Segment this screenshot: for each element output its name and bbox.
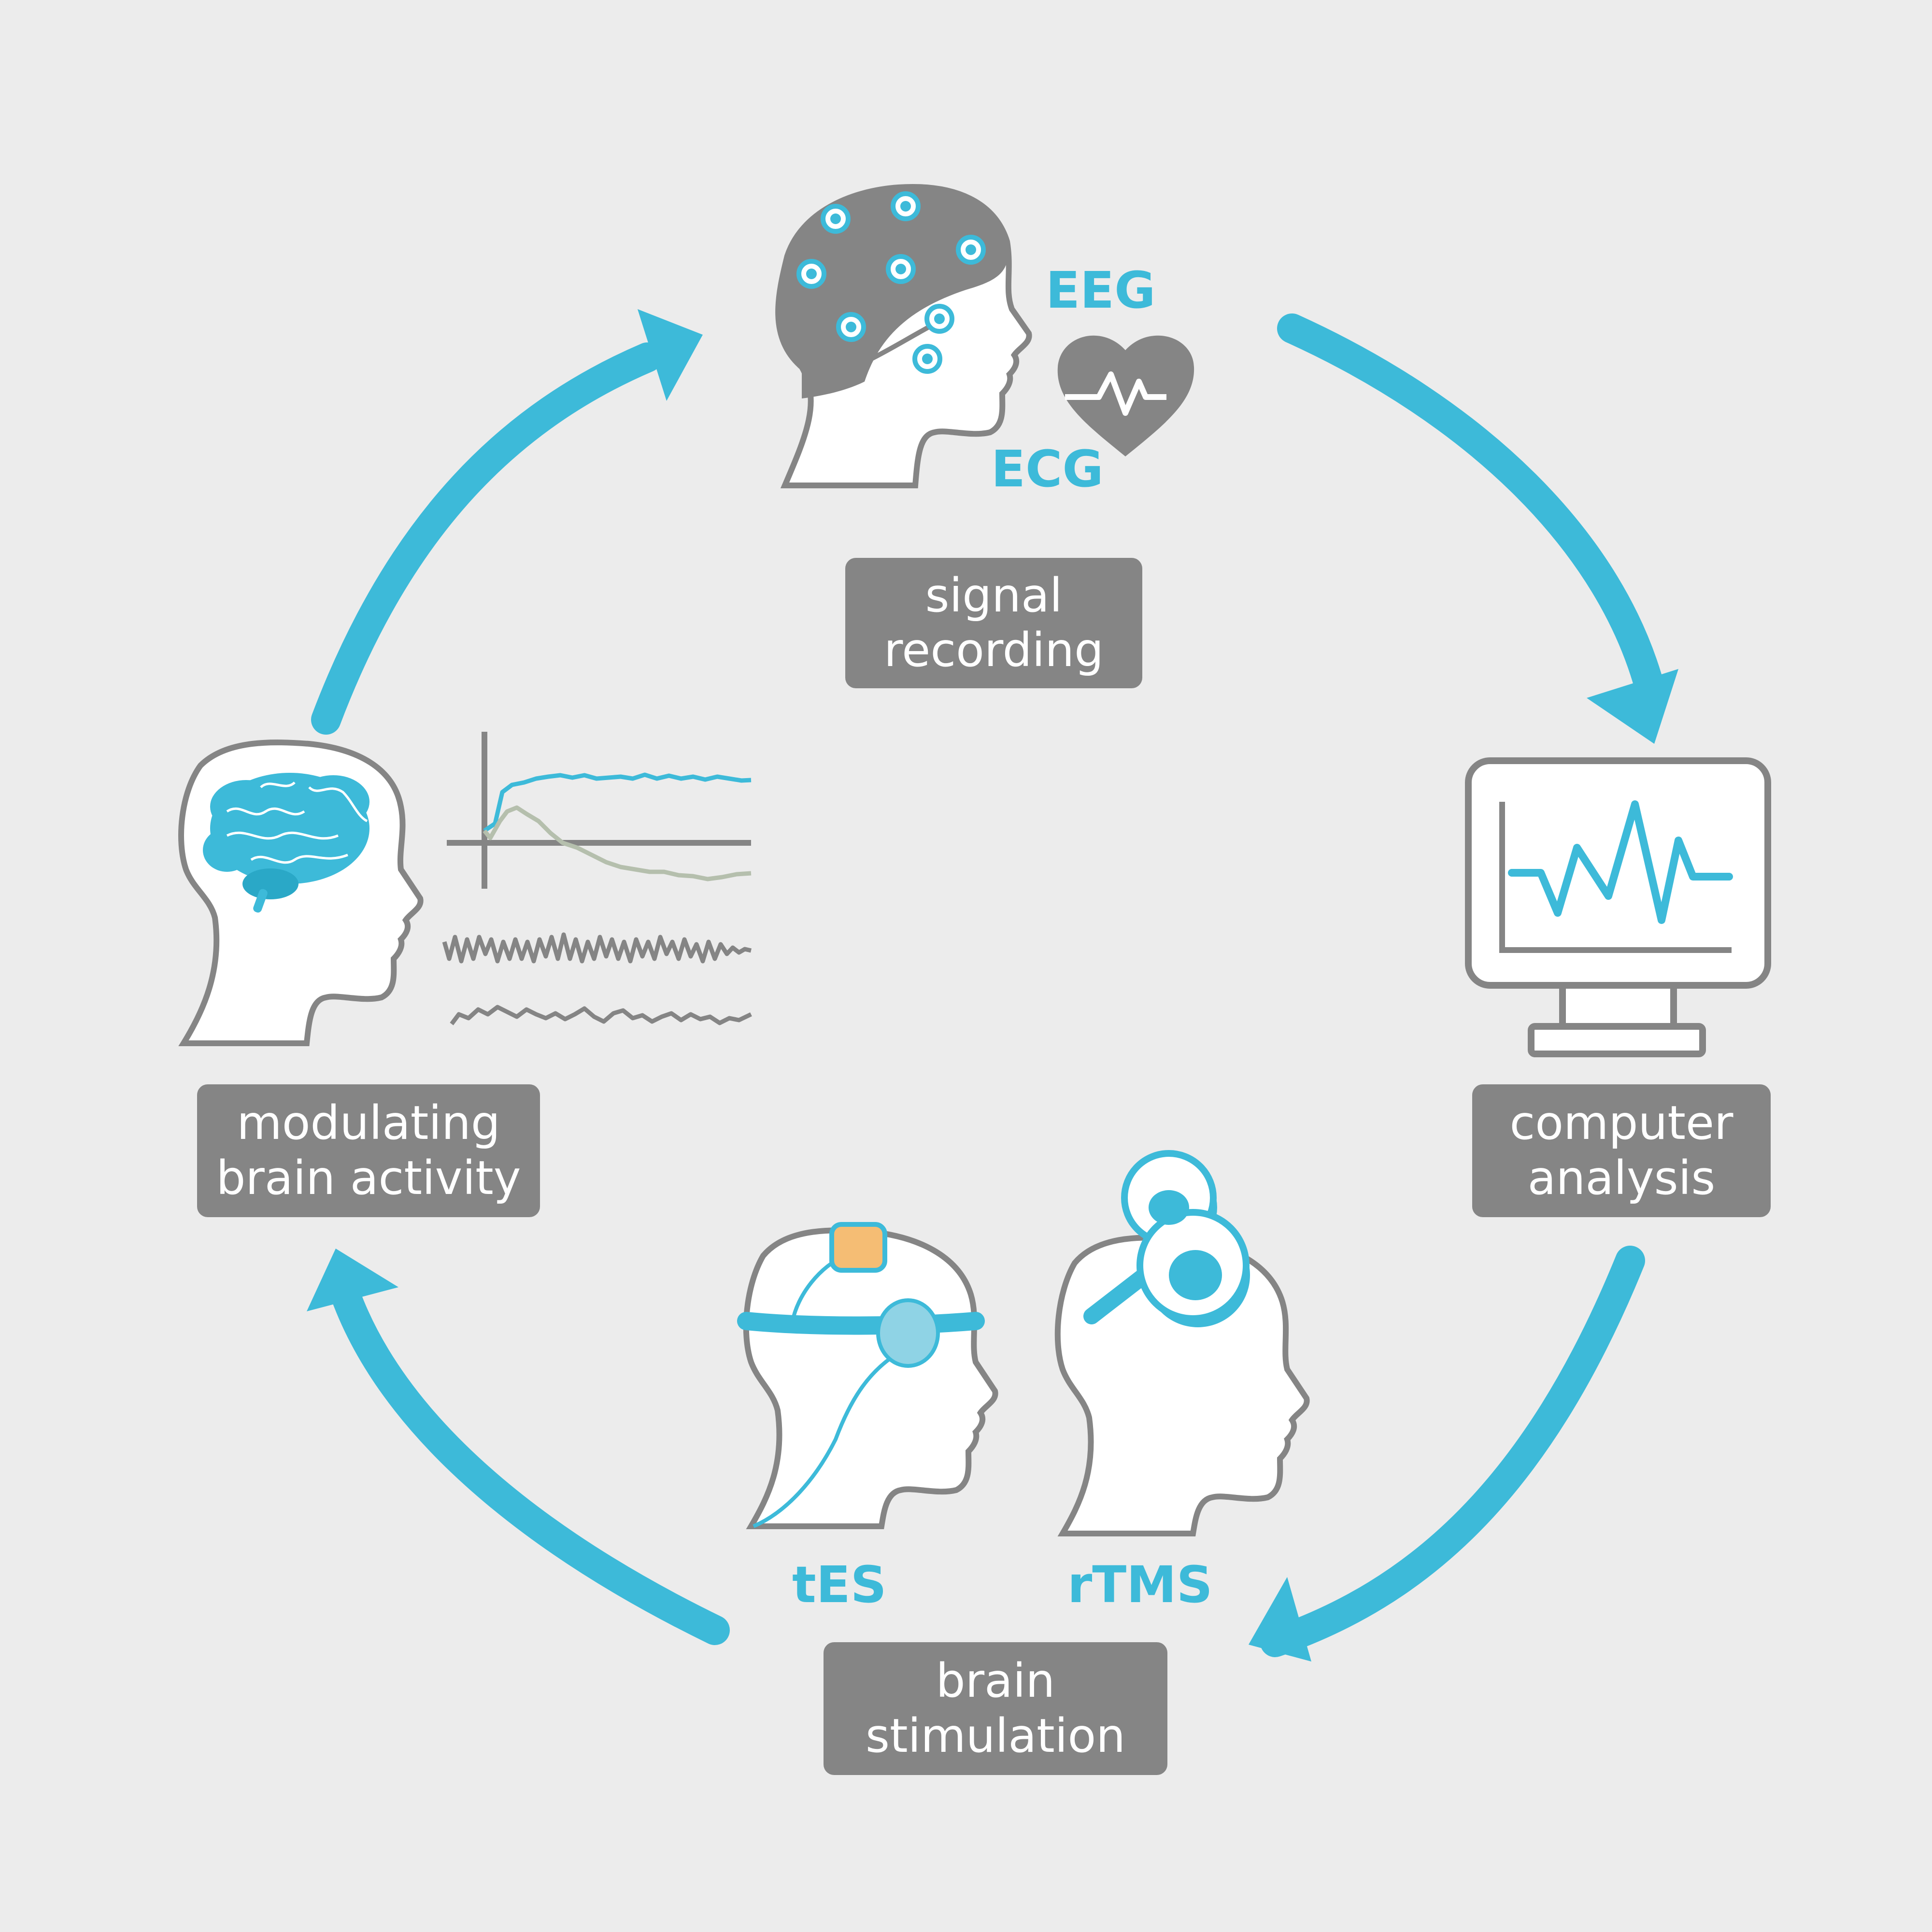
signal-traces-icon — [442, 732, 752, 1025]
signal-recording-line1: signal — [925, 568, 1063, 623]
arrow-stimulation-to-modulation — [330, 1279, 730, 1645]
monitor-waveform — [1508, 800, 1733, 924]
brain-icon — [203, 773, 369, 913]
monitor-base — [1528, 1023, 1706, 1057]
tes-top-electrode — [829, 1222, 887, 1273]
tms-figure8-coil — [1083, 1150, 1250, 1327]
computer-analysis-line2: analysis — [1527, 1151, 1716, 1205]
monitor-waveform-icon — [1465, 757, 1771, 1057]
arrow-recording-to-analysis — [1277, 313, 1667, 710]
ecg-trace — [1065, 371, 1166, 416]
eeg-cap — [778, 186, 1009, 398]
arrowhead-bottom-right — [1249, 1577, 1311, 1662]
rtms-head-outline — [1054, 1235, 1310, 1536]
signal-recording-label: signal recording — [845, 558, 1142, 688]
eeg-cap-head-icon — [775, 184, 1032, 488]
heart-shape — [1057, 335, 1194, 456]
rtms-label: rTMS — [1067, 1555, 1213, 1614]
heart-ecg-icon — [1057, 335, 1194, 456]
trace-noisy — [442, 932, 752, 964]
modulating-activity-line2: brain activity — [216, 1151, 521, 1205]
trace-muted — [483, 805, 752, 881]
arrowhead-bottom-left — [307, 1249, 398, 1311]
tes-label: tES — [792, 1555, 887, 1614]
arrow-modulation-to-recording — [311, 342, 662, 735]
trace-blue — [483, 772, 752, 833]
ecg-label: ECG — [991, 440, 1104, 498]
computer-analysis-line1: computer — [1509, 1096, 1733, 1151]
arrowhead-top-right — [1587, 669, 1678, 744]
brain-head-icon — [178, 739, 424, 1046]
arrow-analysis-to-stimulation — [1260, 1246, 1645, 1657]
eeg-label: EEG — [1046, 261, 1156, 320]
rtms-head-icon — [1054, 1150, 1310, 1536]
computer-analysis-label: computer analysis — [1472, 1084, 1771, 1217]
tes-head-icon — [737, 1222, 998, 1529]
trace-low — [450, 1005, 752, 1025]
monitor-neck — [1559, 982, 1677, 1030]
brain-stimulation-line2: stimulation — [865, 1708, 1126, 1763]
eeg-electrodes — [796, 191, 986, 374]
modulating-activity-label: modulating brain activity — [197, 1084, 540, 1217]
brain-stimulation-line1: brain — [936, 1654, 1055, 1708]
cycle-arrows — [311, 313, 1667, 1657]
tes-side-electrode — [876, 1298, 940, 1368]
tes-headband — [737, 1312, 985, 1335]
modulating-activity-line1: modulating — [237, 1096, 500, 1151]
brain-folds — [226, 781, 368, 864]
brain-stimulation-label: brain stimulation — [824, 1642, 1167, 1775]
arrowhead-top-left — [638, 309, 703, 401]
monitor-axes — [1499, 802, 1732, 953]
signal-recording-line2: recording — [883, 623, 1104, 677]
